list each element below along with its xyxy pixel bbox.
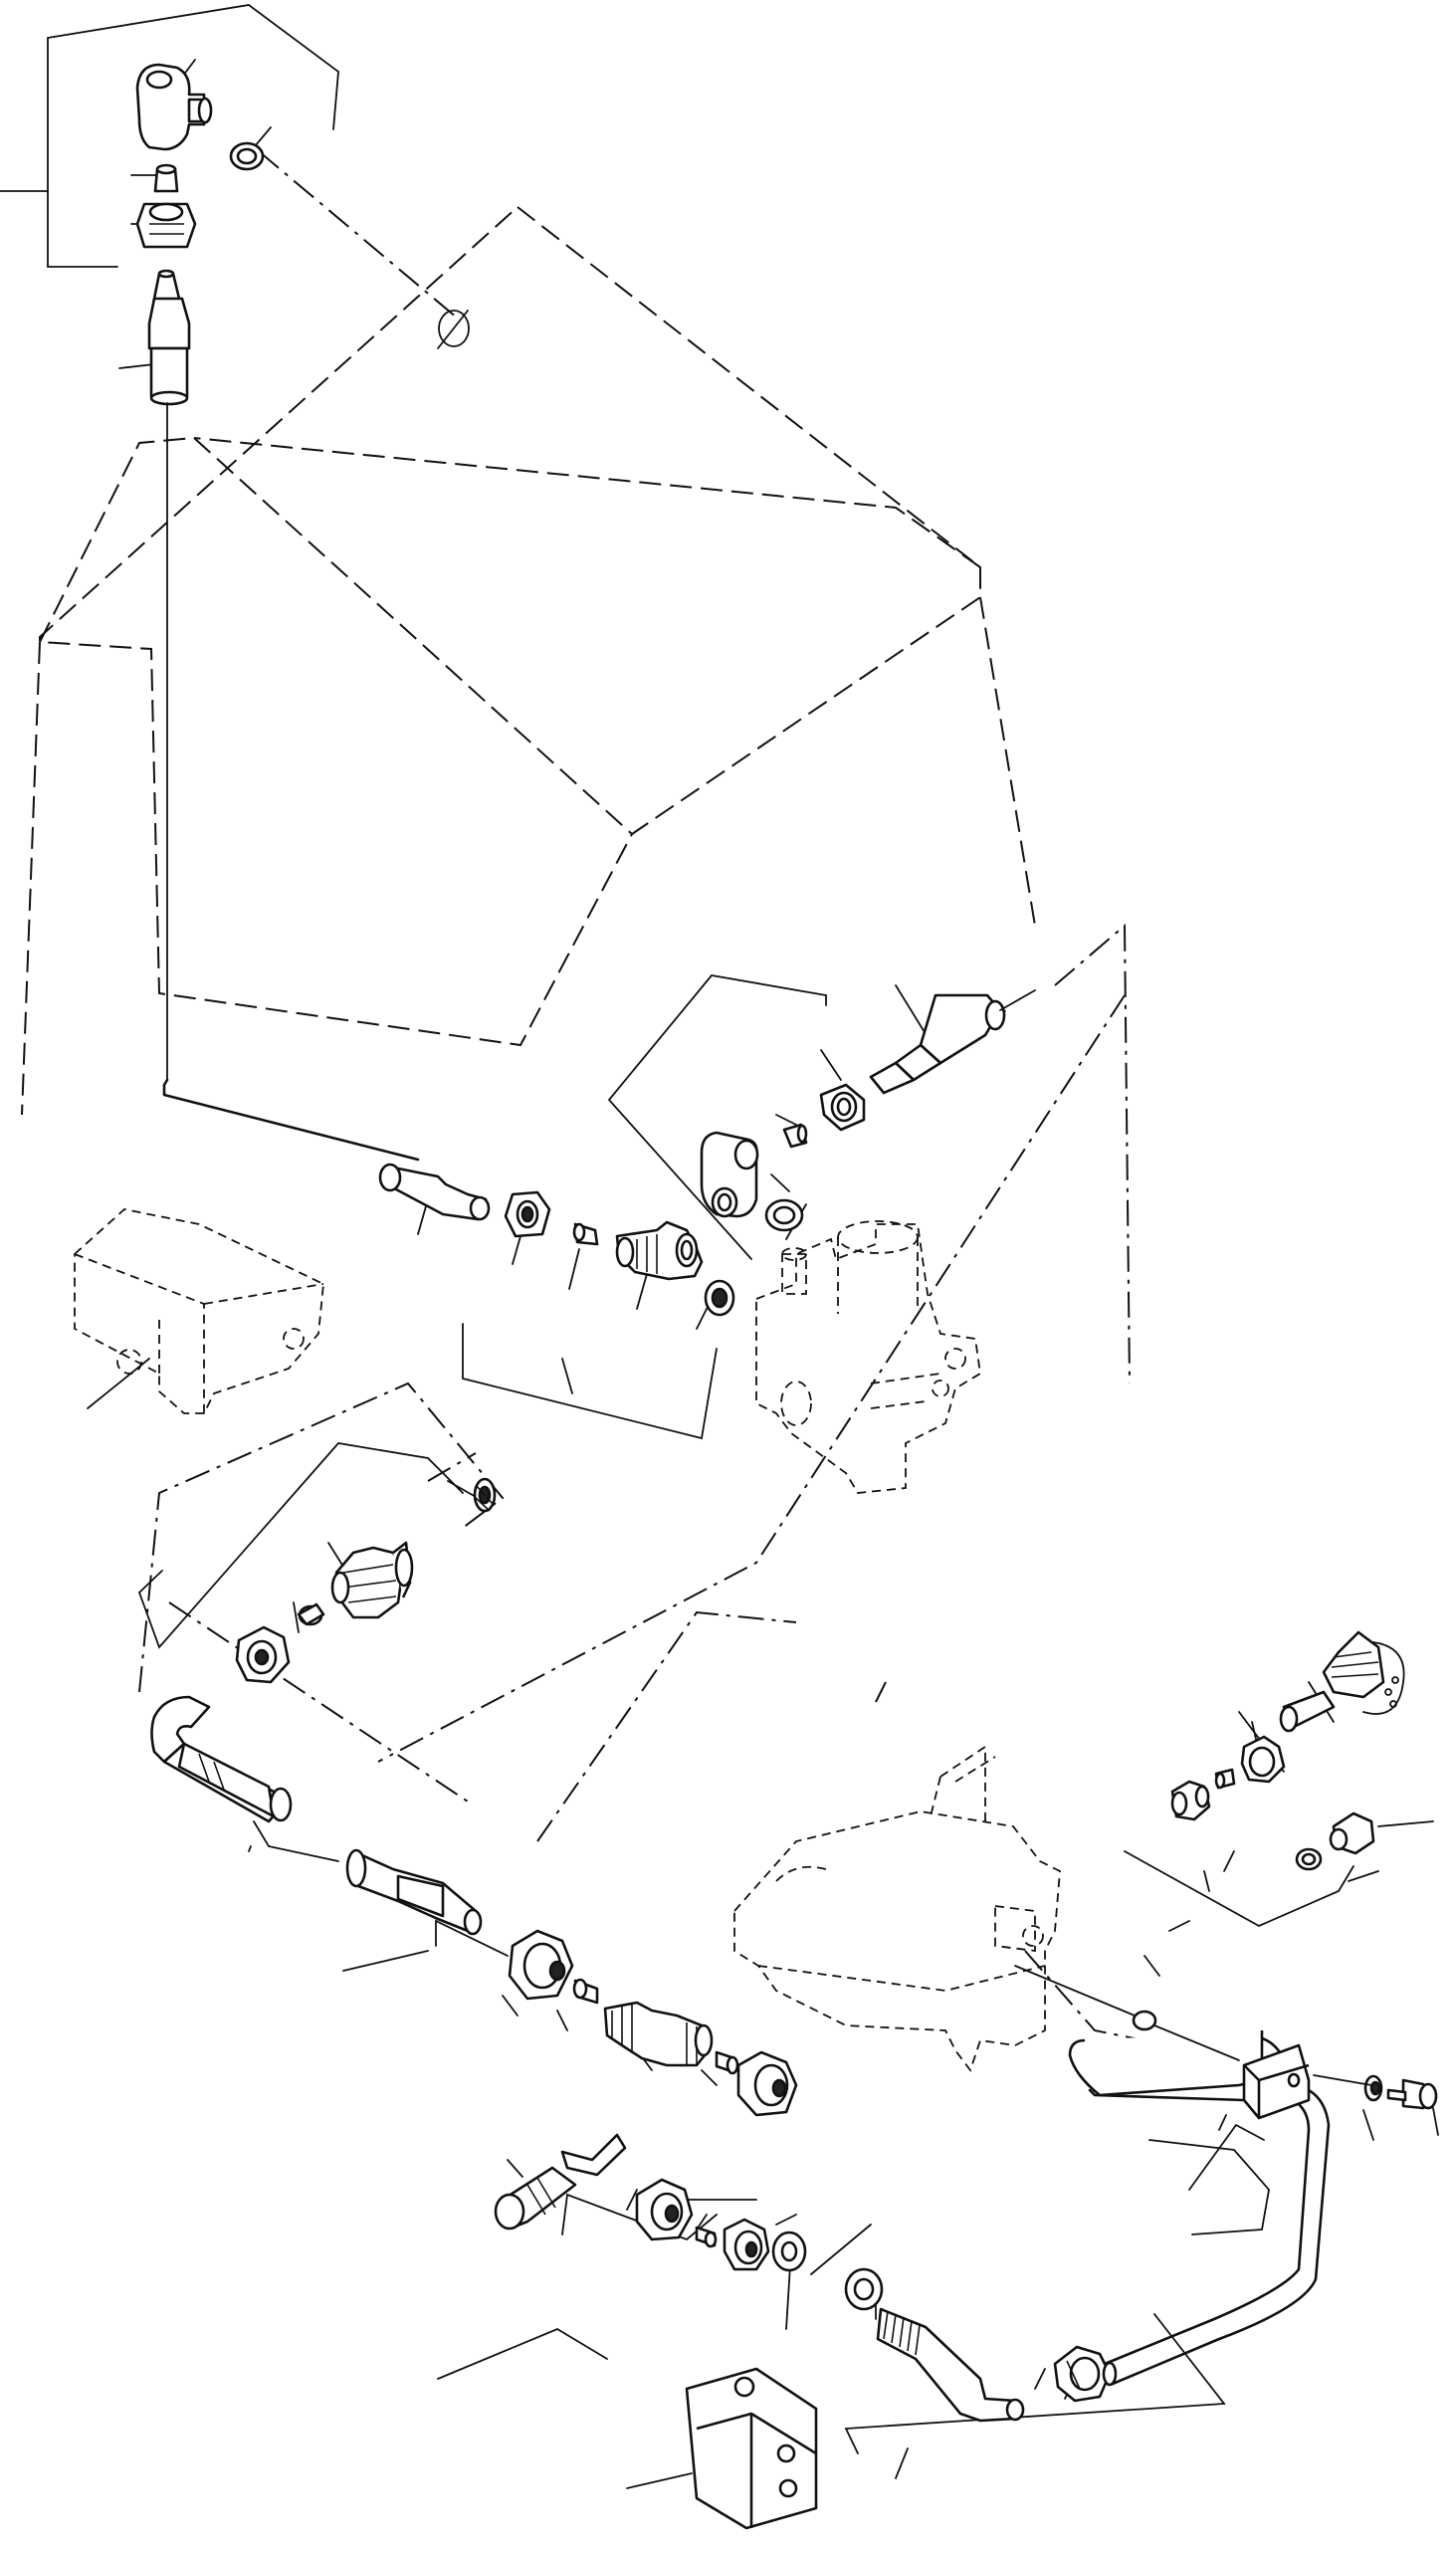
nut-right <box>819 1083 866 1132</box>
hose-elbow <box>876 2307 1025 2423</box>
o-ring-right-lower <box>1014 1965 1240 2061</box>
connector-coupler <box>1170 1780 1211 1821</box>
clamp-block <box>1242 2043 1311 2120</box>
elbow-fitting-top <box>135 63 213 151</box>
connector-left <box>330 1541 414 1619</box>
tube-end-right <box>869 989 1036 1095</box>
nut-hose <box>1053 2345 1112 2403</box>
port-marker-icon <box>438 310 470 347</box>
long-pipe <box>1068 2030 1331 2387</box>
bolt <box>1313 2074 1438 2110</box>
sleeve-right <box>782 1123 808 1149</box>
callout-leaders <box>0 4 1439 2489</box>
nut-coupler <box>1240 1735 1286 1784</box>
elbow-mid <box>615 1220 704 1281</box>
o-ring-mid <box>704 1279 735 1317</box>
sleeve-mid <box>572 1222 599 1246</box>
o-ring-right <box>764 1198 804 1232</box>
sleeve-lower <box>572 1978 599 2005</box>
center-lines <box>138 150 1295 2071</box>
nut-top <box>135 202 197 249</box>
nut-bottom-2 <box>723 2218 770 2271</box>
sleeve-coupler <box>1214 1768 1236 1790</box>
plug-right <box>1329 1811 1375 1855</box>
washer-bolt <box>1363 2074 1383 2102</box>
bracket <box>685 2367 818 2530</box>
elbow-tube-bottom <box>494 2133 627 2230</box>
sleeve-left <box>297 1602 325 1626</box>
elbow-right <box>700 1131 759 1218</box>
washer-bottom <box>771 2230 807 2272</box>
nut-left <box>235 1625 291 1684</box>
sleeve-lower-2 <box>715 2050 739 2075</box>
control-valve <box>755 1220 981 1494</box>
gauge-coupler <box>1322 1630 1405 1715</box>
adapter-mid <box>378 1163 491 1221</box>
o-ring-left <box>473 1477 497 1513</box>
washer-plug <box>1295 1847 1323 1871</box>
o-ring-top <box>229 141 265 171</box>
adapter-coupler <box>1279 1690 1336 1733</box>
sleeve-top <box>153 163 179 193</box>
bent-tube-left <box>150 1695 293 1823</box>
pump-housing <box>733 1745 1061 2072</box>
sleeve-bottom <box>695 2226 718 2248</box>
nut-mid <box>504 1190 551 1238</box>
union-lower <box>603 2001 714 2067</box>
nut-lower-2 <box>736 2050 798 2117</box>
washer-hose <box>844 2267 884 2311</box>
tube-lower <box>345 1848 483 1936</box>
nut-lower <box>508 1929 574 2001</box>
tube-end-top <box>147 269 191 1081</box>
tank-outline <box>21 205 1036 1116</box>
nut-bottom <box>635 2178 694 2241</box>
valve-block-left <box>74 1208 324 1414</box>
